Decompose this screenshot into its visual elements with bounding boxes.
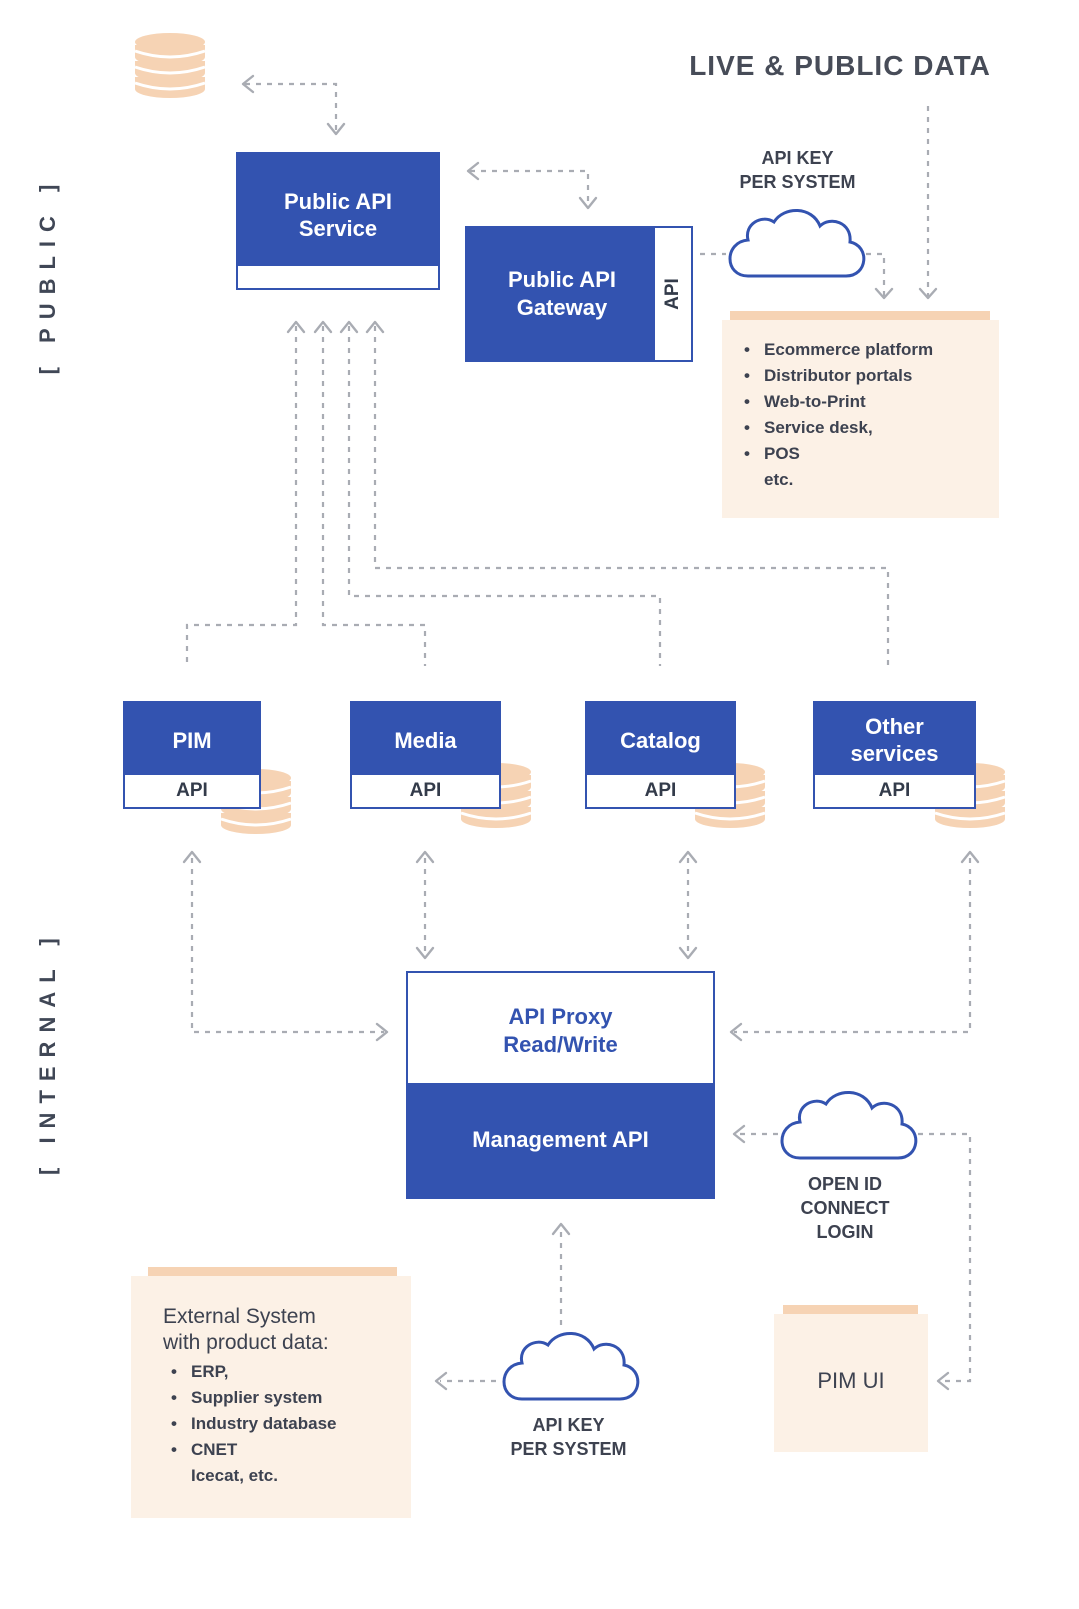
list-item: •POS: [744, 444, 800, 463]
media-service-box: Media API: [350, 701, 501, 809]
public-api-gateway-title-line2: Gateway: [516, 295, 608, 320]
media-api-label: API: [350, 773, 501, 809]
list-item: Icecat, etc.: [191, 1466, 278, 1485]
external-system-panel: External System with product data: •ERP,…: [131, 1276, 411, 1518]
external-panel-bar: [148, 1267, 397, 1276]
pim-service-box: PIM API: [123, 701, 261, 809]
public-api-service-title-line1: Public API: [284, 189, 392, 214]
list-item: etc.: [764, 470, 794, 489]
cloud-icon-bottom: [502, 1332, 640, 1401]
pim-service-title: PIM: [172, 728, 212, 753]
other-to-service-connector: [373, 326, 890, 666]
list-item: •Ecommerce platform: [744, 340, 934, 359]
cloud-to-consumers-connector: [866, 252, 886, 296]
list-item: •CNET: [171, 1440, 238, 1459]
pim-ui-panel-bar: [783, 1305, 918, 1314]
other-services-title-line2: services: [850, 741, 939, 766]
public-api-service-box: Public API Service: [236, 152, 440, 290]
external-title-line2: with product data:: [163, 1331, 329, 1354]
list-item: •ERP,: [171, 1362, 229, 1381]
api-proxy-box: API Proxy Read/Write Management API: [406, 971, 715, 1199]
api-key-bottom-line2: PER SYSTEM: [510, 1439, 627, 1459]
pim-ui-panel: PIM UI: [774, 1314, 928, 1452]
openid-line2: CONNECT: [800, 1198, 890, 1218]
pim-api-label: API: [123, 773, 261, 809]
other-api-label: API: [813, 773, 976, 809]
catalog-to-service-connector: [347, 326, 662, 666]
public-api-gateway-title-line1: Public API: [508, 267, 616, 292]
cloud-icon-openid: [780, 1091, 918, 1160]
consumers-list: •Ecommerce platform •Distributor portals…: [744, 340, 934, 496]
api-key-bottom-line1: API KEY: [532, 1415, 605, 1435]
api-key-top-line2: PER SYSTEM: [739, 172, 856, 192]
api-key-bottom-label: API KEY PER SYSTEM: [486, 1413, 651, 1461]
api-key-top-line1: API KEY: [761, 148, 834, 168]
management-api-label: Management API: [408, 1083, 713, 1197]
public-api-service-footer: [238, 266, 438, 288]
list-item: •Distributor portals: [744, 366, 913, 385]
pim-to-proxy-connector: [190, 858, 384, 1034]
catalog-service-box: Catalog API: [585, 701, 736, 809]
public-section-label: [ PUBLIC ]: [35, 175, 60, 375]
gateway-api-strip: API: [655, 228, 691, 360]
catalog-api-label: API: [585, 773, 736, 809]
openid-line1: OPEN ID: [807, 1174, 882, 1194]
openid-line3: LOGIN: [816, 1222, 874, 1242]
internal-section-label: [ INTERNAL ]: [35, 929, 60, 1175]
consumers-panel: •Ecommerce platform •Distributor portals…: [722, 320, 999, 518]
service-to-gateway-connector: [470, 169, 590, 206]
api-proxy-title-line1: API Proxy: [508, 1004, 613, 1029]
other-services-title-line1: Other: [865, 714, 924, 739]
pim-to-service-connector: [185, 326, 298, 666]
database-icon-top: [133, 31, 207, 100]
api-proxy-title-line2: Read/Write: [503, 1032, 618, 1057]
catalog-service-title: Catalog: [620, 728, 701, 753]
external-list: •ERP, •Supplier system •Industry databas…: [171, 1362, 337, 1492]
public-api-gateway-box: Public API Gateway API: [465, 226, 693, 362]
media-to-service-connector: [321, 326, 427, 666]
external-title-line1: External System: [163, 1305, 316, 1328]
media-service-title: Media: [394, 728, 457, 753]
pim-ui-to-openid-connector: [918, 1132, 972, 1383]
api-proxy-title: API Proxy Read/Write: [408, 1003, 713, 1059]
consumers-panel-bar: [730, 311, 990, 320]
api-key-top-label: API KEY PER SYSTEM: [710, 146, 885, 194]
list-item: •Supplier system: [171, 1388, 323, 1407]
other-services-box: Other services API: [813, 701, 976, 809]
list-item: •Industry database: [171, 1414, 337, 1433]
pim-ui-label: PIM UI: [817, 1368, 885, 1393]
cloud-icon-top: [728, 209, 866, 278]
openid-label: OPEN ID CONNECT LOGIN: [770, 1172, 920, 1244]
public-api-service-title-line2: Service: [298, 216, 378, 241]
gateway-api-label: API: [662, 278, 683, 310]
list-item: •Web-to-Print: [744, 392, 866, 411]
external-system-title: External System with product data:: [163, 1304, 329, 1356]
list-item: •Service desk,: [744, 418, 873, 437]
live-public-data-heading: LIVE & PUBLIC DATA: [689, 50, 991, 81]
db-to-service-connector: [245, 82, 338, 132]
other-to-proxy-connector: [734, 858, 972, 1034]
